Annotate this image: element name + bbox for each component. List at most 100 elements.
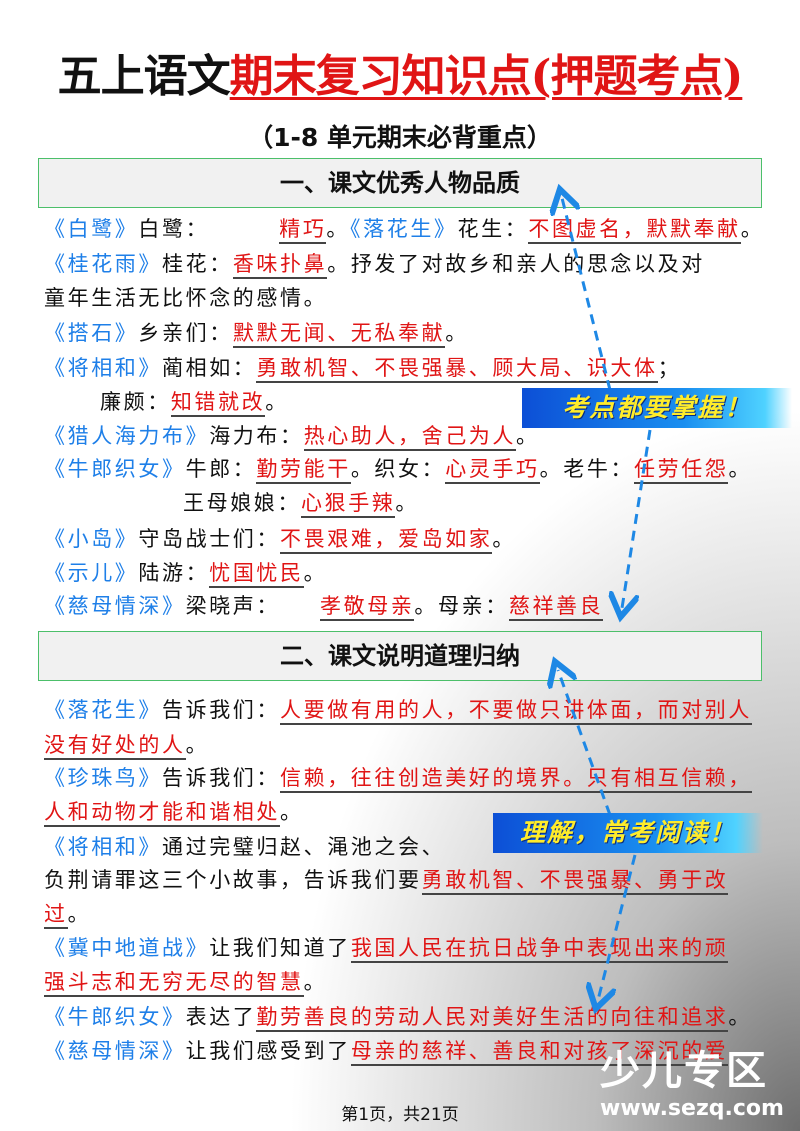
lesson-title: 《落花生》 [350,217,458,241]
arrow-down-2 [598,854,637,1000]
text-line: 《珍珠鸟》告诉我们：信赖，往往创造美好的境界。只有相互信赖， [44,762,752,793]
text: 告诉我们： [162,766,280,790]
text-line: 《示儿》陆游：忧国忧民。 [44,557,328,588]
text: 。 [414,594,439,618]
text-line: 《猎人海力布》海力布：热心助人，舍己为人。 [44,420,540,451]
title-red: 期末复习知识点(押题考点) [229,51,744,102]
key-point: 任劳任怨 [634,457,729,484]
lesson-title: 《将相和》 [44,835,162,859]
key-point: 热心助人，舍己为人 [303,424,517,451]
text-line: 童年生活无比怀念的感情。 [44,282,327,312]
text: 。 [395,491,420,515]
watermark: 少儿专区 www.sezq.com [600,1038,784,1121]
text: 。老牛： [539,457,635,481]
text: 让我们感受到了 [185,1039,351,1063]
text: 守岛战士们： [138,527,281,551]
text: 。 [280,800,304,824]
text: ； [657,356,682,380]
text: 。 [492,527,517,551]
text-line: 没有好处的人。 [44,729,210,760]
key-point: 我国人民在抗日战争中表现出来的顽 [350,936,729,963]
watermark-url: www.sezq.com [600,1096,784,1121]
text: 。 [516,424,540,448]
lesson-title: 《珍珠鸟》 [44,766,162,790]
key-point: 勇敢机智、不畏强暴、勇于改 [421,868,729,895]
text: 。 [728,457,753,481]
page-subtitle: （1-8 单元期末必背重点） [248,123,552,152]
key-point: 默默无闻、无私奉献 [232,321,446,348]
lesson-title: 《示儿》 [44,561,139,585]
text: 表达了 [185,1005,257,1029]
text: 蔺相如： [162,356,257,380]
arrow-up-1 [562,198,612,391]
text: 。 [445,321,469,345]
section-heading-2: 二、课文说明道理归纳 [38,631,762,681]
key-point: 心狠手辣 [301,491,396,518]
text-line: 王母娘娘：心狠手辣。 [183,487,420,518]
key-point: 过 [44,902,68,929]
text: 童年生活无比怀念的感情。 [44,286,328,310]
lesson-title: 《白鹭》 [44,217,139,241]
key-point: 母亲的慈祥、善良和对孩了深沉的爱 [350,1039,729,1066]
page-title: 五上语文期末复习知识点(押题考点) [0,40,800,104]
text-line: 《冀中地道战》让我们知道了我国人民在抗日战争中表现出来的顽 [44,932,729,963]
key-point: 勤劳善良的劳动人民对美好生活的向往和追求 [256,1005,729,1032]
text-line: 《桂花雨》桂花：香味扑鼻。抒发了对故乡和亲人的思念以及对 [44,248,705,279]
lesson-title: 《慈母情深》 [44,594,186,618]
key-point: 孝敬母亲 [320,594,415,621]
text-line: 负荆请罪这三个小故事，告诉我们要勇敢机智、不畏强暴、勇于改 [44,864,729,895]
text: 。织女： [350,457,446,481]
text: 陆游： [138,561,210,585]
banner-master-all: 考点都要掌握！ [522,388,792,428]
text: 王母娘娘： [183,491,301,515]
text: 告诉我们： [162,698,280,722]
key-point: 不畏艰难，爱岛如家 [280,527,493,554]
text: 。 [265,390,289,414]
text: 梁晓声： [185,594,281,618]
text: 通过完璧归赵、渑池之会、 [162,835,446,859]
arrow-up-2 [558,670,612,816]
key-point: 香味扑鼻 [232,252,328,279]
text-line: 《牛郎织女》表达了勤劳善良的劳动人民对美好生活的向往和追求。 [44,1001,752,1032]
key-point: 没有好处的人 [44,733,186,760]
key-point: 人要做有用的人，不要做只讲体面，而对别人 [280,698,752,725]
arrow-down-1 [622,429,652,608]
text-line: 过。 [44,898,91,929]
lesson-title: 《小岛》 [44,527,139,551]
banner-reading: 理解，常考阅读！ [493,813,763,853]
key-point: 人和动物才能和谐相处 [44,800,280,827]
text: 。 [303,561,328,585]
lesson-title: 《桂花雨》 [44,252,162,276]
text: 。 [303,970,328,994]
key-point: 心灵手巧 [445,457,540,484]
key-point: 勤劳能干 [256,457,351,484]
text-line: 《白鹭》白鹭：精巧。《落花生》花生：不图虚名，默默奉献。 [44,213,765,244]
text: 。 [185,733,210,757]
lesson-title: 《慈母情深》 [44,1039,186,1063]
lesson-title: 《落花生》 [44,698,162,722]
lesson-title: 《牛郎织女》 [44,1005,186,1029]
text: 乡亲们： [138,321,233,345]
key-point: 精巧 [279,217,327,244]
key-point: 信赖，往往创造美好的境界。只有相互信赖， [280,766,752,793]
text-line: 《将相和》通过完璧归赵、渑池之会、 [44,831,445,861]
text: 白鹭： [138,217,210,241]
text-line: 《落花生》告诉我们：人要做有用的人，不要做只讲体面，而对别人 [44,694,752,725]
key-point: 勇敢机智、不畏强暴、顾大局、识大体 [256,356,658,383]
watermark-logo: 少儿专区 [600,1048,768,1094]
text-line: 《慈母情深》梁晓声：孝敬母亲。母亲：慈祥善良 [44,590,604,621]
lesson-title: 《搭石》 [44,321,139,345]
page-number: 第1页，共21页 [341,1105,459,1125]
lesson-title: 《牛郎织女》 [44,457,186,481]
lesson-title: 《将相和》 [44,356,162,380]
title-black: 五上语文 [57,51,231,102]
text: 。 [326,217,351,241]
text: 让我们知道了 [209,936,351,960]
text-line: 《牛郎织女》牛郎：勤劳能干。织女：心灵手巧。老牛：任劳任怨。 [44,453,753,484]
section-heading-1: 一、课文优秀人物品质 [38,158,762,208]
key-point: 不图虚名，默默奉献 [528,217,741,244]
key-point: 知错就改 [170,390,266,417]
text: 。 [740,217,765,241]
